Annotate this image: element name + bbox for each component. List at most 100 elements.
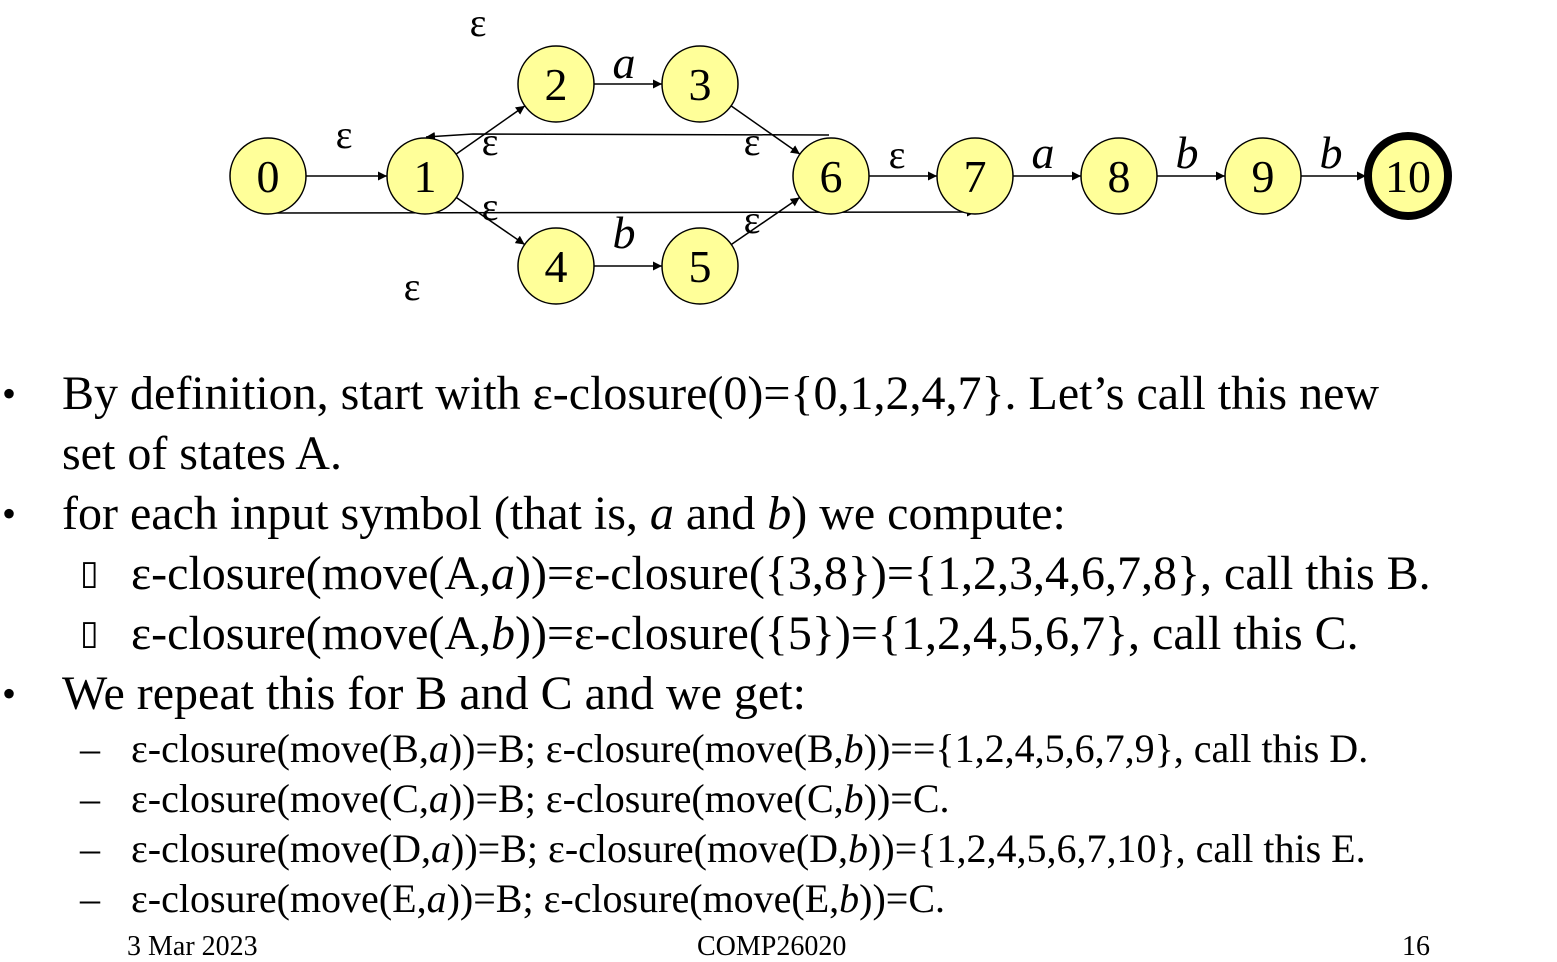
state-circle (1224, 137, 1302, 215)
transition-label-7-8: a (1032, 127, 1055, 178)
symbol-a: a (431, 826, 452, 871)
sub-bullet-text: ))=ε-closure({3,8})={1,2,3,4,6,7,8}, cal… (515, 547, 1431, 600)
repeat-results: – ε-closure(move(B,a))=B; ε-closure(move… (0, 724, 1557, 924)
state-label: 6 (820, 151, 843, 202)
transition-5-6 (730, 196, 801, 246)
result-text: ))=B; ε-closure(move(C, (448, 776, 844, 821)
footer-course: COMP26020 (697, 931, 847, 962)
result-text: ε-closure(move(E, (131, 876, 427, 921)
state-7: 7 (936, 137, 1014, 215)
transition-label-1-2: ε (470, 0, 487, 45)
transition-3-6 (730, 105, 801, 155)
state-label: 0 (257, 151, 280, 202)
transition-1-2 (455, 105, 526, 155)
result-text: ε-closure(move(B, (131, 726, 429, 771)
dash-mark: – (80, 726, 100, 771)
result-text: ε-closure(move(D, (131, 826, 432, 871)
bullet-mark: • (2, 371, 17, 416)
result-text: ))=={1,2,4,5,6,7,9}, call this D. (863, 726, 1369, 771)
symbol-b: b (848, 826, 869, 871)
transition-label-6-1: ε (482, 184, 499, 229)
state-3: 3 (661, 45, 739, 123)
sub-bullet-text: ))=ε-closure({5})={1,2,4,5,6,7}, call th… (515, 607, 1359, 660)
state-10: 10 (1364, 132, 1452, 220)
state-label: 7 (964, 151, 987, 202)
state-circle (1080, 137, 1158, 215)
symbol-a: a (428, 776, 449, 821)
transition-label-2-3: a (613, 37, 636, 88)
dash-mark: – (80, 776, 100, 821)
bullet-mark: • (2, 671, 17, 716)
sub-bullet-mark: ▯ (80, 615, 99, 652)
dash-mark: – (80, 876, 100, 921)
state-circle (936, 137, 1014, 215)
transition-label-1-4: ε (482, 119, 499, 164)
dash-mark: – (80, 826, 100, 871)
state-label: 5 (689, 241, 712, 292)
symbol-b: b (843, 776, 864, 821)
transition-label-9-10: b (1320, 127, 1343, 178)
transition-label-4-5: b (613, 207, 636, 258)
bullet-text: ) we compute: (791, 487, 1066, 540)
state-6: 6 (792, 137, 870, 215)
sub-bullet-move-a: ▯ ε-closure(move(A,a))=ε-closure({3,8})=… (0, 544, 1557, 604)
state-circle (386, 137, 464, 215)
footer-page-number: 16 (1402, 931, 1430, 962)
sub-bullet-text: ε-closure(move(A, (131, 607, 492, 660)
bullet-repeat: • We repeat this for B and C and we get: (0, 664, 1557, 724)
transition-label-0-7: ε (404, 264, 421, 309)
transition-0-7 (269, 207, 977, 217)
state-label: 3 (689, 59, 712, 110)
state-circle (661, 45, 739, 123)
result-text: ))=B; ε-closure(move(D, (451, 826, 849, 871)
symbol-b: b (767, 487, 792, 540)
state-label: 9 (1252, 151, 1275, 202)
bullet-text: We repeat this for B and C and we get: (62, 667, 806, 720)
bullet-mark: • (2, 491, 17, 536)
state-5: 5 (661, 227, 739, 305)
state-label: 4 (545, 241, 568, 292)
result-text: ))={1,2,4,5,6,7,10}, call this E. (868, 826, 1366, 871)
state-circle (661, 227, 739, 305)
transition-label-3-6: ε (744, 119, 761, 164)
bullet-text: By definition, start with ε-closure(0)={… (62, 367, 1380, 420)
result-line-b: – ε-closure(move(B,a))=B; ε-closure(move… (0, 724, 1557, 774)
symbol-a: a (426, 876, 447, 921)
state-circle (792, 137, 870, 215)
state-2: 2 (517, 45, 595, 123)
state-0: 0 (229, 137, 307, 215)
state-9: 9 (1224, 137, 1302, 215)
state-label: 1 (414, 151, 437, 202)
bullet-list: • By definition, start with ε-closure(0)… (0, 364, 1557, 924)
state-label: 8 (1108, 151, 1131, 202)
symbol-a: a (428, 726, 449, 771)
result-text: ε-closure(move(C, (131, 776, 429, 821)
result-text: ))=B; ε-closure(move(E, (446, 876, 840, 921)
result-text: ))=C. (863, 776, 950, 821)
transition-1-4 (455, 196, 526, 246)
transition-label-8-9: b (1176, 127, 1199, 178)
sub-bullet-mark: ▯ (80, 555, 99, 592)
state-8: 8 (1080, 137, 1158, 215)
bullet-start-closure: • By definition, start with ε-closure(0)… (0, 364, 1557, 484)
state-circle (517, 45, 595, 123)
footer-date: 3 Mar 2023 (127, 931, 258, 962)
transition-label-5-6: ε (744, 197, 761, 242)
result-line-e: – ε-closure(move(E,a))=B; ε-closure(move… (0, 874, 1557, 924)
state-label: 10 (1385, 151, 1431, 202)
symbol-a: a (491, 547, 516, 600)
result-text: ))=B; ε-closure(move(B, (448, 726, 844, 771)
result-line-c: – ε-closure(move(C,a))=B; ε-closure(move… (0, 774, 1557, 824)
accepting-state-circle (1364, 132, 1452, 220)
symbol-a: a (649, 487, 674, 540)
result-line-d: – ε-closure(move(D,a))=B; ε-closure(move… (0, 824, 1557, 874)
bullet-text: and (673, 487, 768, 540)
sub-bullet-text: ε-closure(move(A, (131, 547, 492, 600)
transition-6-1 (425, 131, 830, 141)
transition-label-6-7: ε (889, 132, 906, 177)
bullet-text-line2: set of states A. (62, 427, 342, 480)
state-circle (517, 227, 595, 305)
result-text: ))=C. (859, 876, 946, 921)
state-label: 2 (545, 59, 568, 110)
